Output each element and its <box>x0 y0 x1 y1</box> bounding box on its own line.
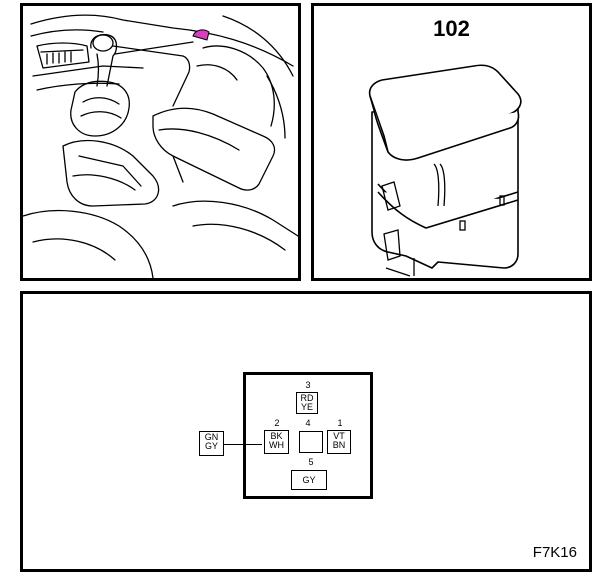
interior-location-panel <box>20 3 301 281</box>
component-panel: 102 <box>311 3 592 281</box>
figure-code: F7K16 <box>532 544 577 561</box>
component-location-marker <box>192 29 210 41</box>
interior-illustration <box>23 14 298 278</box>
pin-5-wire-color: GY <box>291 470 327 490</box>
component-illustration <box>368 64 522 277</box>
pin-number-4: 4 <box>305 418 311 428</box>
wire-line-pin-2 <box>224 444 262 445</box>
component-number: 102 <box>433 16 470 41</box>
pin-number-2: 2 <box>274 418 280 428</box>
pin-4-cavity <box>299 431 323 453</box>
pin-number-1: 1 <box>337 418 343 428</box>
pin-number-5: 5 <box>308 457 314 467</box>
pin-number-3: 3 <box>305 380 311 390</box>
